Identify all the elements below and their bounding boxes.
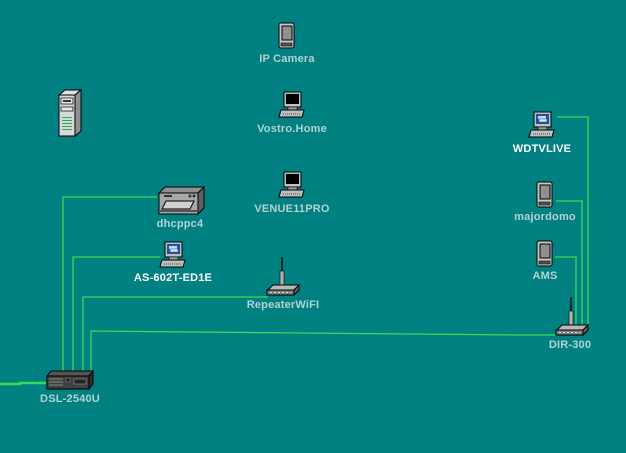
node-label: RepeaterWiFI (246, 299, 320, 311)
node-label: VENUE11PRO (254, 203, 330, 215)
node-label: DSL-2540U (40, 393, 100, 405)
link-dsl-repeater (82, 296, 268, 372)
link-internet-dsl (0, 381, 46, 386)
node-label: AMS (532, 270, 558, 282)
node-label: DIR-300 (548, 339, 592, 351)
server-tower-icon (57, 89, 83, 137)
link-dsl-as602t (72, 256, 160, 372)
link-dsl-dir300 (90, 330, 556, 372)
pda-icon (536, 181, 553, 208)
active-computer-icon (159, 241, 186, 268)
link-dir300-wdtvlive (557, 116, 589, 325)
modem-icon (45, 370, 95, 390)
node-label: dhcppc4 (156, 218, 204, 230)
node-label: AS-602T-ED1E (133, 272, 213, 284)
node-label: Vostro.Home (257, 123, 327, 135)
pda-icon (536, 240, 553, 267)
node-label: majordomo (514, 211, 576, 223)
pda-icon (278, 22, 295, 49)
computer-icon (278, 91, 305, 118)
nas-device-icon (157, 186, 206, 216)
active-computer-icon (528, 111, 555, 138)
wifi-router-icon (266, 257, 301, 297)
link-dir300-ams (555, 256, 577, 325)
link-dir300-majordomo (556, 200, 583, 325)
computer-icon (278, 171, 305, 198)
node-label: WDTVLIVE (512, 143, 572, 155)
node-label: IP Camera (259, 53, 315, 65)
link-dsl-dhcppc4 (62, 196, 157, 372)
wifi-router-icon (555, 297, 590, 337)
